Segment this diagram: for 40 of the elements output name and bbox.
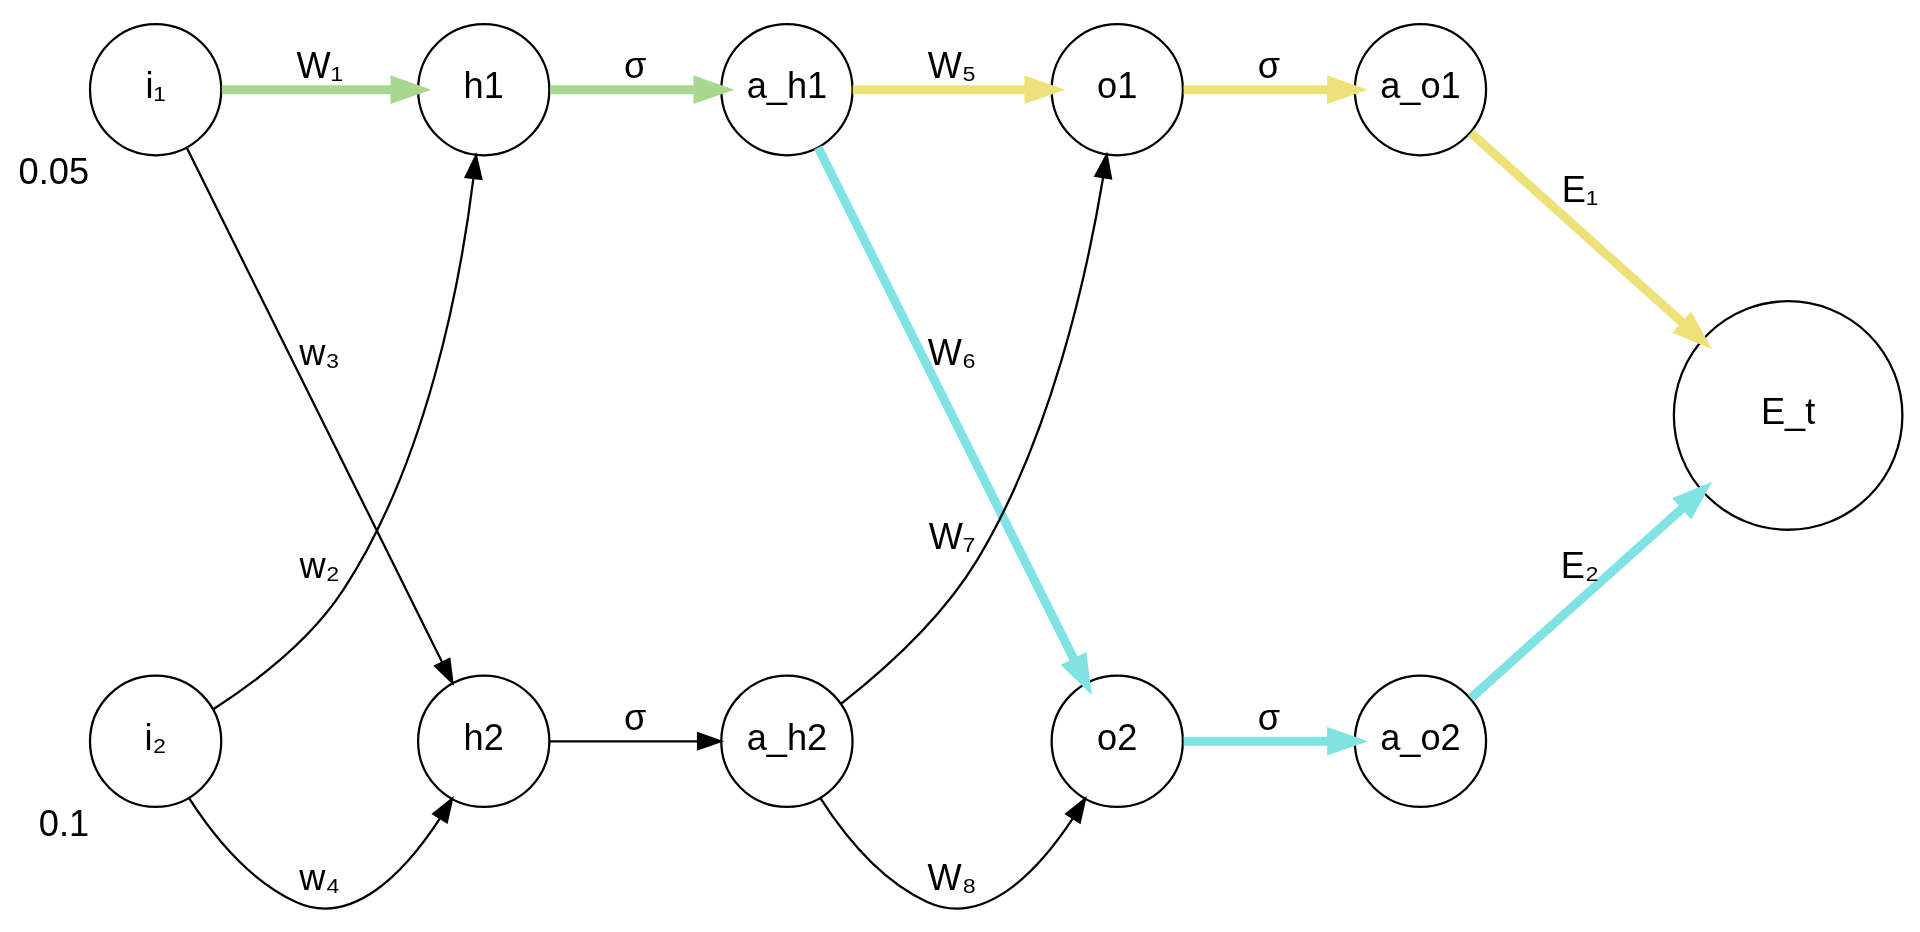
node-circle: h1 (416, 22, 551, 156)
arrow (1467, 481, 1713, 701)
arrow (814, 144, 1092, 695)
node-circle: h2 (416, 674, 551, 808)
node-label: 0.05 (18, 150, 90, 192)
edge-label: W₈ (927, 856, 977, 898)
node-circle: a_o1 (1353, 22, 1488, 156)
arrow (213, 151, 483, 710)
edge-label: W₆ (927, 331, 977, 373)
node-circle: o1 (1050, 22, 1184, 156)
edge-label: E₁ (1561, 168, 1599, 210)
edge-label: W₁ (296, 44, 343, 86)
arrow (852, 74, 1066, 104)
arrow (1467, 129, 1713, 349)
edge-label: E₂ (1560, 544, 1600, 586)
arrow (1183, 726, 1368, 756)
edge-label: w₄ (299, 856, 341, 898)
node-circle: a_h2 (720, 674, 854, 808)
edge-label: σ (1257, 44, 1281, 86)
node-circle: a_h1 (720, 22, 854, 156)
node-circle: a_o2 (1353, 674, 1488, 808)
edge-label: σ (624, 44, 647, 86)
node-label: 0.1 (38, 802, 90, 844)
arrow (550, 74, 735, 104)
arrow (840, 150, 1113, 705)
edge-label: W₅ (927, 44, 977, 86)
arrow (1183, 74, 1368, 104)
arrow (187, 795, 454, 909)
edge-label: W₇ (928, 515, 976, 557)
arrow (185, 147, 454, 686)
edge-label: σ (624, 696, 647, 738)
arrow (819, 795, 1087, 910)
arrow (221, 74, 432, 104)
arrow (550, 731, 725, 751)
node-circle: i₂ (88, 674, 223, 808)
node-circle: o2 (1050, 674, 1184, 808)
edge-label: w₂ (299, 544, 340, 586)
node-circle: i₁ (88, 22, 223, 156)
edge-label: σ (1257, 696, 1281, 738)
edge-label: w₃ (299, 331, 341, 373)
